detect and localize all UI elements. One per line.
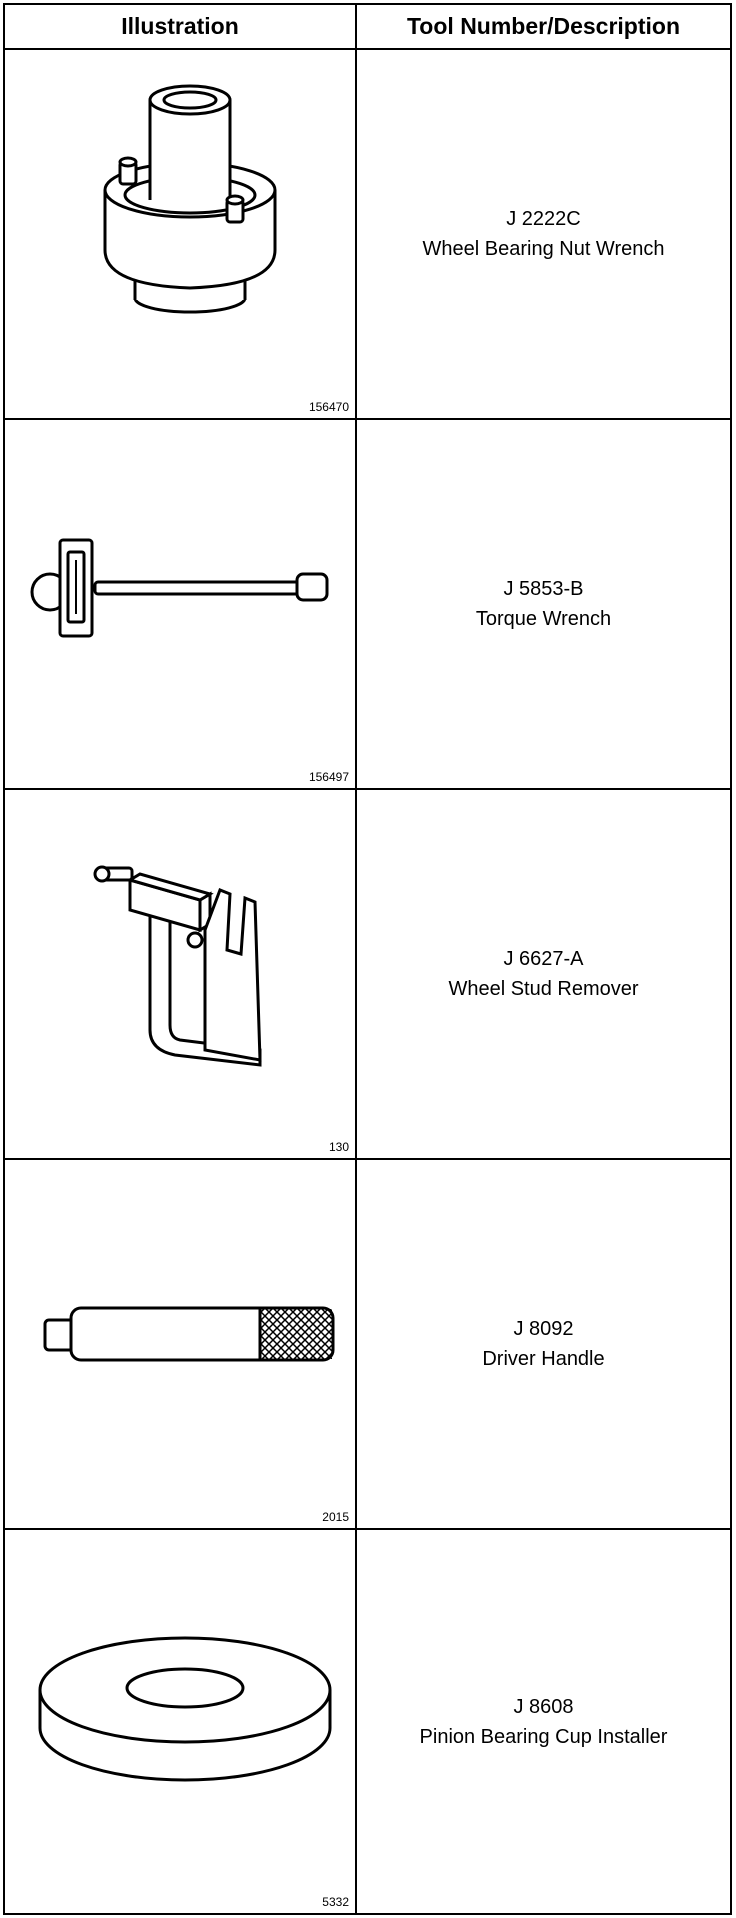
tool-table: Illustration Tool Number/Description bbox=[3, 3, 732, 1915]
table-row: 2015 J 8092 Driver Handle bbox=[5, 1160, 730, 1530]
header-illustration: Illustration bbox=[121, 13, 239, 39]
illustration-cell: 5332 bbox=[5, 1530, 355, 1913]
tool-description-cell: J 8608 Pinion Bearing Cup Installer bbox=[357, 1530, 730, 1913]
pinion-bearing-cup-installer-icon bbox=[38, 1636, 332, 1782]
tool-number: J 5853-B bbox=[503, 578, 584, 600]
tool-description: Torque Wrench bbox=[475, 608, 612, 630]
torque-wrench-icon bbox=[30, 538, 329, 638]
tool-description: Wheel Bearing Nut Wrench bbox=[422, 238, 665, 260]
tool-number: J 2222C bbox=[506, 208, 581, 230]
figure-number: 5332 bbox=[322, 1895, 349, 1909]
table-header: Illustration Tool Number/Description bbox=[5, 5, 730, 50]
tool-description-cell: J 6627-A Wheel Stud Remover bbox=[357, 790, 730, 1158]
illustration-cell: 130 bbox=[5, 790, 355, 1158]
tool-description: Pinion Bearing Cup Installer bbox=[419, 1725, 668, 1748]
table-row: 130 J 6627-A Wheel Stud Remover bbox=[5, 790, 730, 1160]
figure-number: 130 bbox=[328, 1140, 349, 1154]
illustration-cell: 156497 bbox=[5, 420, 355, 788]
illustration-cell: 2015 bbox=[5, 1160, 355, 1528]
tool-number: J 8608 bbox=[513, 1695, 574, 1718]
wheel-bearing-nut-wrench-icon bbox=[103, 84, 277, 314]
column-divider bbox=[355, 5, 357, 1913]
table-row: 5332 J 8608 Pinion Bearing Cup Installer bbox=[5, 1530, 730, 1913]
figure-number: 156470 bbox=[308, 400, 349, 414]
driver-handle-icon bbox=[43, 1306, 335, 1362]
table-row: 156470 J 2222C Wheel Bearing Nut Wrench bbox=[5, 50, 730, 420]
tool-description: Driver Handle bbox=[482, 1348, 605, 1370]
figure-number: 2015 bbox=[322, 1510, 349, 1524]
header-tool-number-description: Tool Number/Description bbox=[406, 13, 681, 39]
tool-description-cell: J 8092 Driver Handle bbox=[357, 1160, 730, 1528]
tool-description-cell: J 5853-B Torque Wrench bbox=[357, 420, 730, 788]
illustration-cell: 156470 bbox=[5, 50, 355, 418]
table-row: 156497 J 5853-B Torque Wrench bbox=[5, 420, 730, 790]
tool-number: J 8092 bbox=[513, 1318, 574, 1340]
tool-description-cell: J 2222C Wheel Bearing Nut Wrench bbox=[357, 50, 730, 418]
wheel-stud-remover-icon bbox=[93, 865, 262, 1067]
figure-number: 156497 bbox=[308, 770, 349, 784]
tool-number: J 6627-A bbox=[503, 948, 584, 970]
tool-description: Wheel Stud Remover bbox=[448, 978, 639, 1000]
